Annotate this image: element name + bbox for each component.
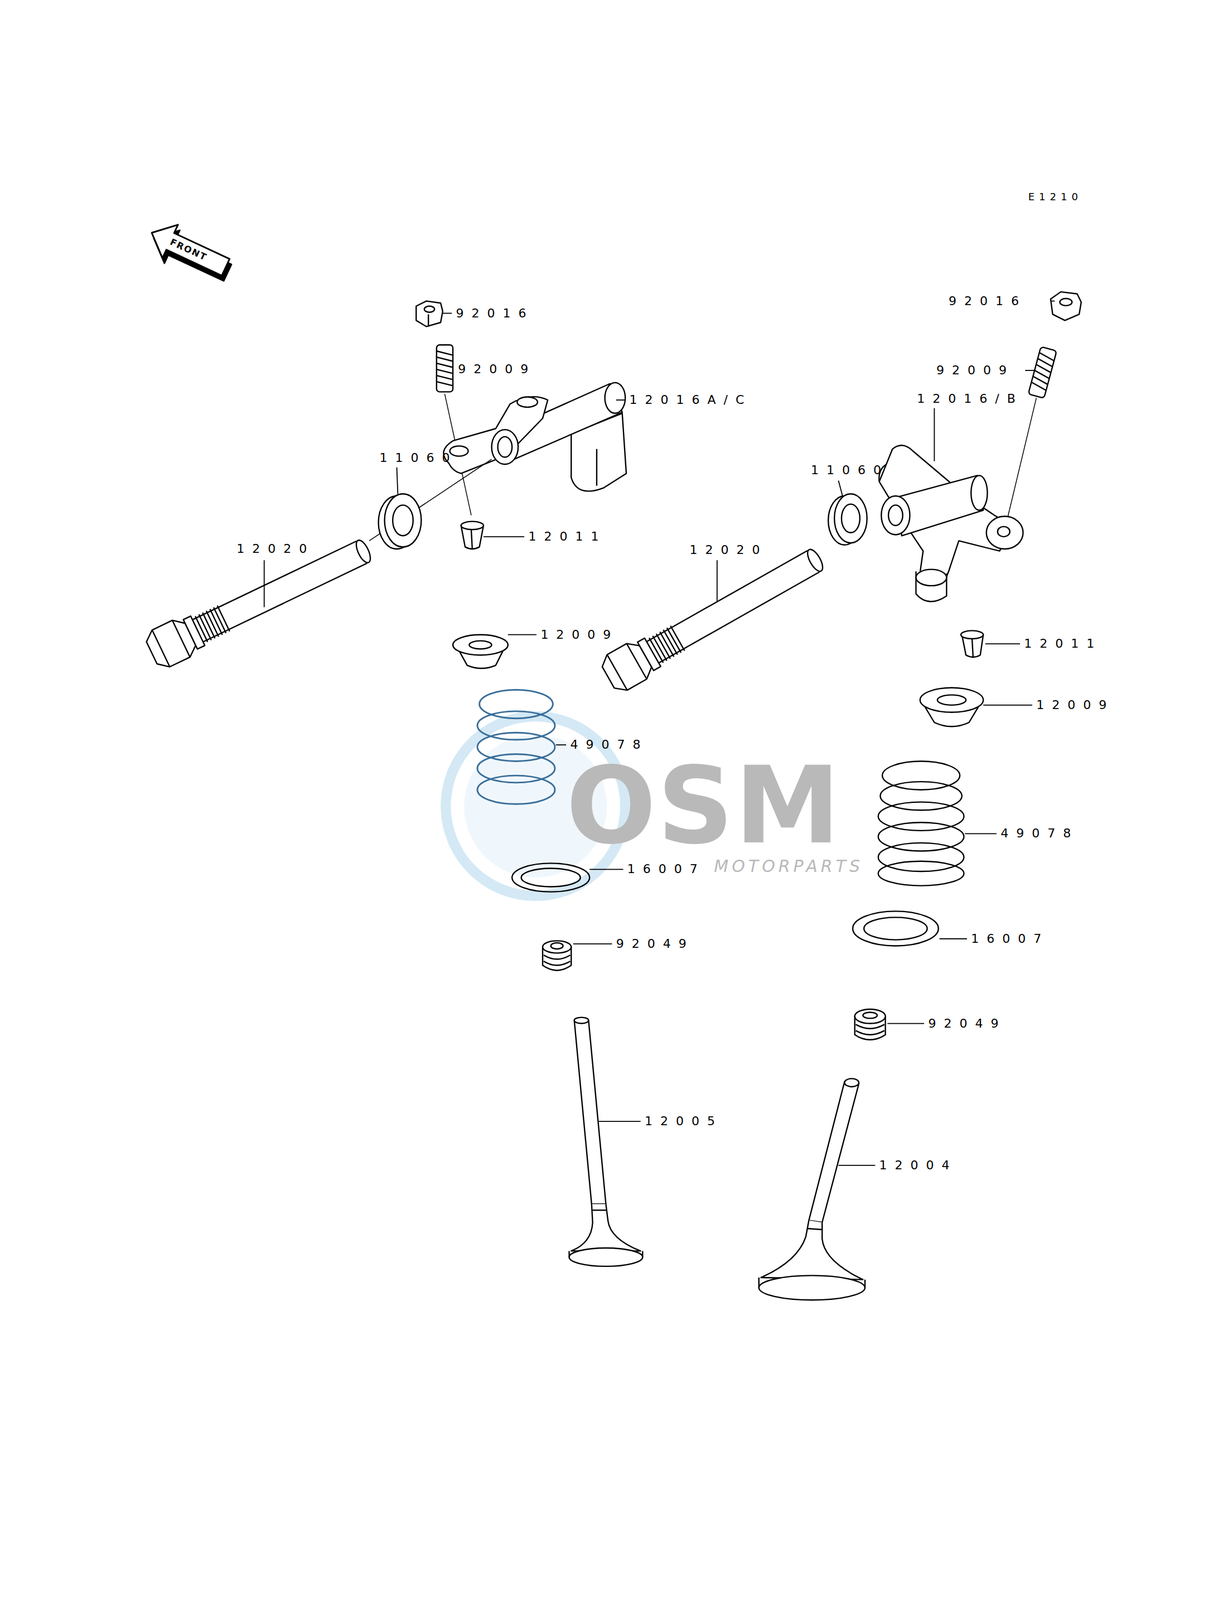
callout-number: 16007 [627, 862, 706, 876]
nut [1050, 291, 1082, 321]
valve-spring [477, 689, 555, 804]
valve [759, 1078, 865, 1300]
adjusting-screw [1028, 346, 1057, 398]
stem-seal [854, 1008, 886, 1040]
callout-number: 12009 [1036, 698, 1115, 712]
valve [569, 1017, 644, 1266]
leader-lines [264, 301, 1055, 1166]
rocker-shaft [598, 539, 830, 695]
drawing-code: E1210 [1028, 191, 1083, 202]
collet [960, 630, 984, 657]
callout-number: 11060 [379, 451, 458, 464]
spring-retainer [452, 634, 509, 669]
spring-seat [852, 910, 939, 946]
callout-number: 12009 [540, 628, 619, 641]
callout-number: 92009 [936, 364, 1015, 377]
callout-number: 12020 [236, 542, 315, 555]
spring-seat [511, 862, 590, 892]
callout-number: 12005 [644, 1114, 723, 1128]
callout-number: 92016 [456, 307, 535, 320]
rocker-shaft [142, 530, 377, 672]
rocker-arm [443, 382, 627, 491]
rocker-arm [878, 445, 1023, 602]
spring-retainer [920, 687, 984, 727]
collet [461, 521, 484, 549]
nut [416, 301, 443, 327]
stem-seal [542, 940, 572, 970]
front-arrow [142, 215, 238, 289]
callout-number: 12011 [528, 530, 607, 543]
washer [378, 493, 422, 549]
callout-number: 12011 [1023, 637, 1102, 650]
watermark: OSM [566, 752, 841, 859]
callout-number: 16007 [970, 932, 1050, 945]
washer [828, 493, 868, 545]
callout-number: 49078 [569, 738, 649, 751]
callout-number: 12004 [879, 1158, 958, 1172]
callout-number: 92049 [927, 1017, 1007, 1030]
callout-number: 92009 [457, 363, 536, 376]
callout-number: 12016/B [916, 392, 1024, 405]
callout-number: 12020 [689, 543, 768, 557]
watermark: MOTORPARTS [713, 857, 864, 875]
callout-number: 12016A/C [629, 393, 753, 406]
callout-number: 92049 [616, 937, 695, 950]
callout-number: 11060 [810, 463, 889, 477]
callout-number: 49078 [1000, 827, 1079, 840]
valve-spring [878, 760, 965, 886]
callout-number: 92016 [948, 295, 1027, 308]
